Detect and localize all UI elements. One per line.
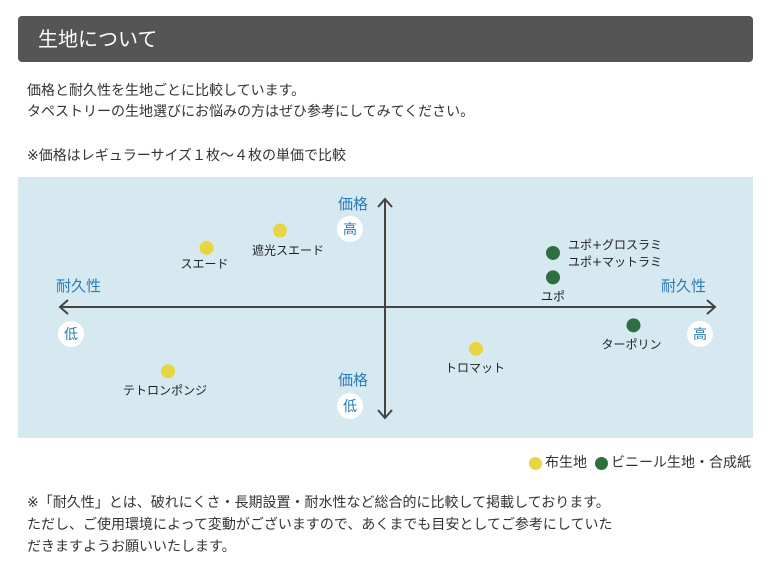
legend-label-fabric: 布生地: [545, 455, 587, 471]
intro-line-1: 価格と耐久性を生地ごとに比較しています。: [27, 83, 306, 99]
y-axis-label-top: 価格: [338, 195, 368, 213]
point-label-0-2-0: トロマット: [445, 361, 505, 375]
legend-label-synthetic: ビニール生地・合成紙: [611, 455, 751, 471]
x-low-badge-circle: [58, 321, 84, 347]
x-high-badge-circle: [687, 321, 713, 347]
point-label-0-3-0: テトロンポンジ: [123, 383, 207, 397]
point-0-1: [199, 240, 214, 255]
x-axis-arrow-left: [58, 299, 69, 315]
point-label-1-0-0: ユポ+グロスラミ: [568, 238, 662, 252]
y-low-badge-circle: [337, 393, 363, 419]
x-high-badge-text: 高: [693, 326, 707, 343]
chart-svg: 耐久性耐久性価格価格低高高低遮光スエードスエードトロマットテトロンポンジユポ+グ…: [56, 195, 717, 420]
intro-text: 価格と耐久性を生地ごとに比較しています。 タペストリーの生地選びにお悩みの方はぜ…: [27, 81, 747, 123]
x-axis-label-right: 耐久性: [661, 277, 706, 295]
price-note: ※価格はレギュラーサイズ１枚〜４枚の単価で比較: [27, 148, 347, 164]
section-title: 生地について: [38, 27, 158, 51]
intro-line-2: タペストリーの生地選びにお悩みの方はぜひ参考にしてみてください。: [27, 104, 475, 120]
x-axis-arrow-right: [706, 299, 717, 315]
point-label-1-0-1: ユポ+マットラミ: [568, 255, 662, 269]
point-1-1: [546, 270, 560, 285]
footer-line-1: ※「耐久性」とは、破れにくさ・長期設置・耐水性など総合的に比較して掲載しておりま…: [27, 495, 610, 511]
legend-item-fabric: 布生地: [529, 453, 587, 473]
x-axis-label-left: 耐久性: [56, 277, 101, 295]
point-0-3: [161, 364, 175, 379]
legend-item-synthetic: ビニール生地・合成紙: [595, 453, 751, 473]
chart-legend: 布生地 ビニール生地・合成紙: [521, 453, 751, 473]
legend-dot-fabric: [529, 456, 542, 470]
y-high-badge-text: 高: [343, 221, 357, 238]
footer-line-2: ただし、ご使用環境によって変動がございますので、あくまでも目安としてご参考にして…: [27, 517, 613, 533]
y-high-badge-circle: [337, 216, 363, 242]
footer-note: ※「耐久性」とは、破れにくさ・長期設置・耐水性など総合的に比較して掲載しておりま…: [27, 492, 757, 558]
y-low-badge-text: 低: [343, 399, 357, 415]
point-label-0-1-0: スエード: [181, 257, 229, 271]
legend-dot-synthetic: [595, 456, 608, 470]
point-0-0: [273, 223, 287, 238]
point-1-2: [626, 318, 641, 333]
section-header: 生地について: [18, 16, 753, 62]
point-1-0: [546, 245, 560, 260]
point-label-0-0-0: 遮光スエード: [252, 243, 324, 258]
point-label-1-2-0: ターポリン: [602, 337, 662, 351]
point-0-2: [469, 341, 483, 356]
y-axis-label-bottom: 価格: [338, 371, 368, 389]
price-durability-chart: 耐久性耐久性価格価格低高高低遮光スエードスエードトロマットテトロンポンジユポ+グ…: [18, 177, 753, 438]
x-low-badge-text: 低: [64, 327, 78, 343]
footer-line-3: だきますようお願いいたします。: [27, 539, 236, 555]
point-label-1-1-0: ユポ: [541, 289, 565, 303]
y-axis-arrow-bottom: [377, 409, 393, 420]
y-axis-arrow-top: [377, 197, 393, 208]
